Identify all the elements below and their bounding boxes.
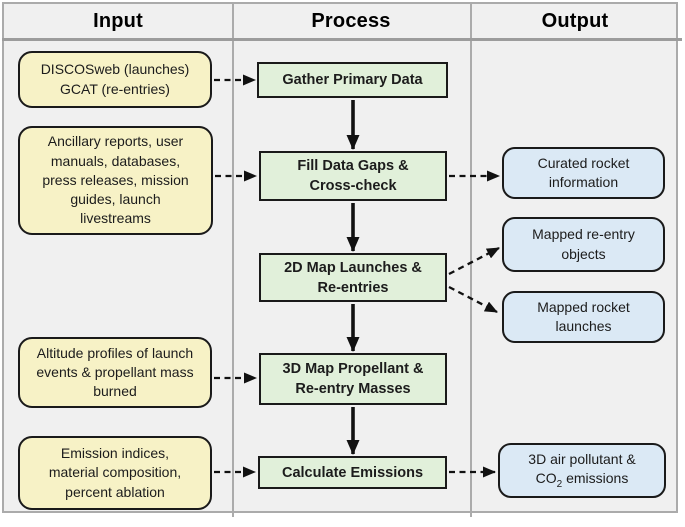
process-box-3d-map-label: 3D Map Propellant & Re-entry Masses [282, 361, 424, 397]
input-box-emission-indices: Emission indices, material composition, … [18, 436, 212, 510]
input-box-ancillary-sources-label: Ancillary reports, user manuals, databas… [42, 133, 189, 227]
process-box-gather-primary-data: Gather Primary Data [257, 62, 448, 98]
output-box-3d-emissions: 3D air pollutant & CO2 emissions [498, 443, 666, 498]
process-box-2d-map-label: 2D Map Launches & Re-entries [284, 259, 422, 296]
output-box-3d-emissions-label: 3D air pollutant & CO2 emissions [528, 450, 635, 492]
process-box-3d-map: 3D Map Propellant & Re-entry Masses [259, 353, 447, 405]
column-header-input: Input [93, 9, 143, 32]
output-3d-emissions-subscript: 2 [556, 478, 563, 490]
output-box-curated-rocket-info: Curated rocket information [502, 147, 665, 199]
output-box-mapped-reentry-objects-label: Mapped re-entry objects [532, 226, 635, 262]
process-box-fill-data-gaps: Fill Data Gaps & Cross-check [259, 151, 447, 201]
process-box-fill-data-gaps-label: Fill Data Gaps & Cross-check [297, 158, 409, 194]
input-box-primary-sources: DISCOSweb (launches) GCAT (re-entries) [18, 51, 212, 108]
column-header-process: Process [311, 9, 391, 32]
column-header-output: Output [541, 9, 609, 32]
column-divider-process-output [470, 2, 472, 517]
output-box-curated-rocket-info-label: Curated rocket information [537, 154, 630, 190]
input-box-emission-indices-label: Emission indices, material composition, … [48, 445, 182, 500]
output-3d-emissions-co: CO [535, 469, 557, 486]
input-box-altitude-profiles-label: Altitude profiles of launch events & pro… [36, 344, 194, 400]
process-box-calculate-emissions-label: Calculate Emissions [281, 464, 424, 481]
column-divider-input-process [232, 2, 234, 517]
input-box-primary-sources-label: DISCOSweb (launches) GCAT (re-entries) [40, 61, 190, 97]
input-box-ancillary-sources: Ancillary reports, user manuals, databas… [18, 126, 213, 235]
output-box-mapped-reentry-objects: Mapped re-entry objects [502, 217, 665, 272]
process-box-calculate-emissions: Calculate Emissions [258, 456, 447, 489]
output-3d-emissions-line1: 3D air pollutant & [528, 450, 636, 467]
output-3d-emissions-rest: emissions [562, 469, 629, 486]
header-divider [2, 38, 682, 41]
output-box-mapped-rocket-launches: Mapped rocket launches [502, 291, 665, 343]
process-box-gather-primary-data-label: Gather Primary Data [282, 72, 423, 88]
input-box-altitude-profiles: Altitude profiles of launch events & pro… [18, 337, 212, 408]
process-box-2d-map: 2D Map Launches & Re-entries [259, 253, 447, 302]
output-box-mapped-rocket-launches-label: Mapped rocket launches [537, 298, 630, 334]
